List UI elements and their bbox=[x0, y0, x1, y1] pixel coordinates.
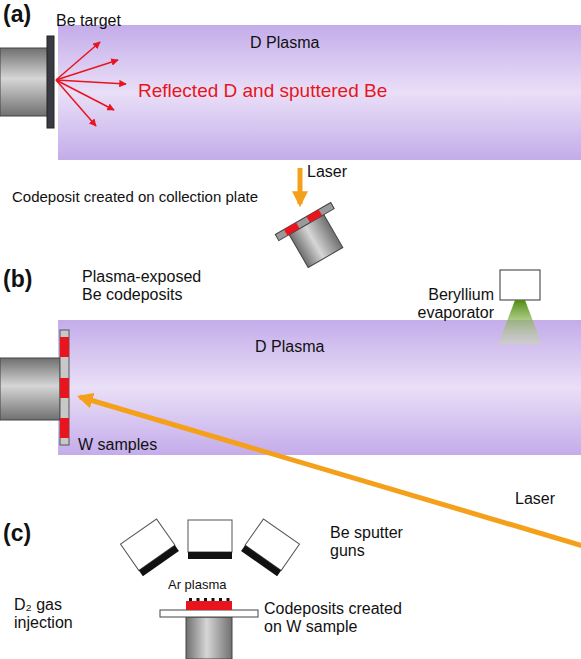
annotation: Reflected D and sputtered Be bbox=[138, 80, 387, 102]
evaporator-box bbox=[500, 270, 540, 300]
target-holder bbox=[0, 48, 48, 116]
w-sample-plate bbox=[60, 330, 69, 445]
panel-label: (b) bbox=[3, 266, 32, 292]
annotation: Codeposit created on collection plate bbox=[12, 188, 258, 205]
region-label: D Plasma bbox=[250, 34, 319, 52]
annotation: Ar plasma bbox=[168, 578, 227, 593]
laser-arrow bbox=[298, 168, 303, 204]
part-label: Laser bbox=[515, 490, 555, 508]
sputter-guns bbox=[121, 519, 300, 576]
panel-label: (c) bbox=[3, 520, 31, 546]
part-label: Be sputter guns bbox=[330, 524, 420, 561]
be-target-plate bbox=[47, 36, 54, 128]
annotation: Plasma-exposed Be codeposits bbox=[82, 268, 210, 305]
sample-holder bbox=[0, 358, 60, 420]
region-label: D Plasma bbox=[255, 338, 324, 356]
part-label: Be target bbox=[56, 12, 121, 30]
particle-arrows bbox=[56, 42, 126, 126]
panel-label: (a) bbox=[3, 1, 31, 27]
part-label: Laser bbox=[307, 163, 347, 181]
part-label: Beryllium evaporator bbox=[402, 286, 494, 323]
be-vapour bbox=[498, 300, 542, 345]
part-label: W samples bbox=[78, 436, 157, 454]
annotation: Codeposits created on W sample bbox=[264, 600, 424, 637]
collection-plate bbox=[275, 203, 353, 274]
w-sample-holder bbox=[160, 598, 258, 659]
annotation: D₂ gas injection bbox=[14, 596, 109, 633]
